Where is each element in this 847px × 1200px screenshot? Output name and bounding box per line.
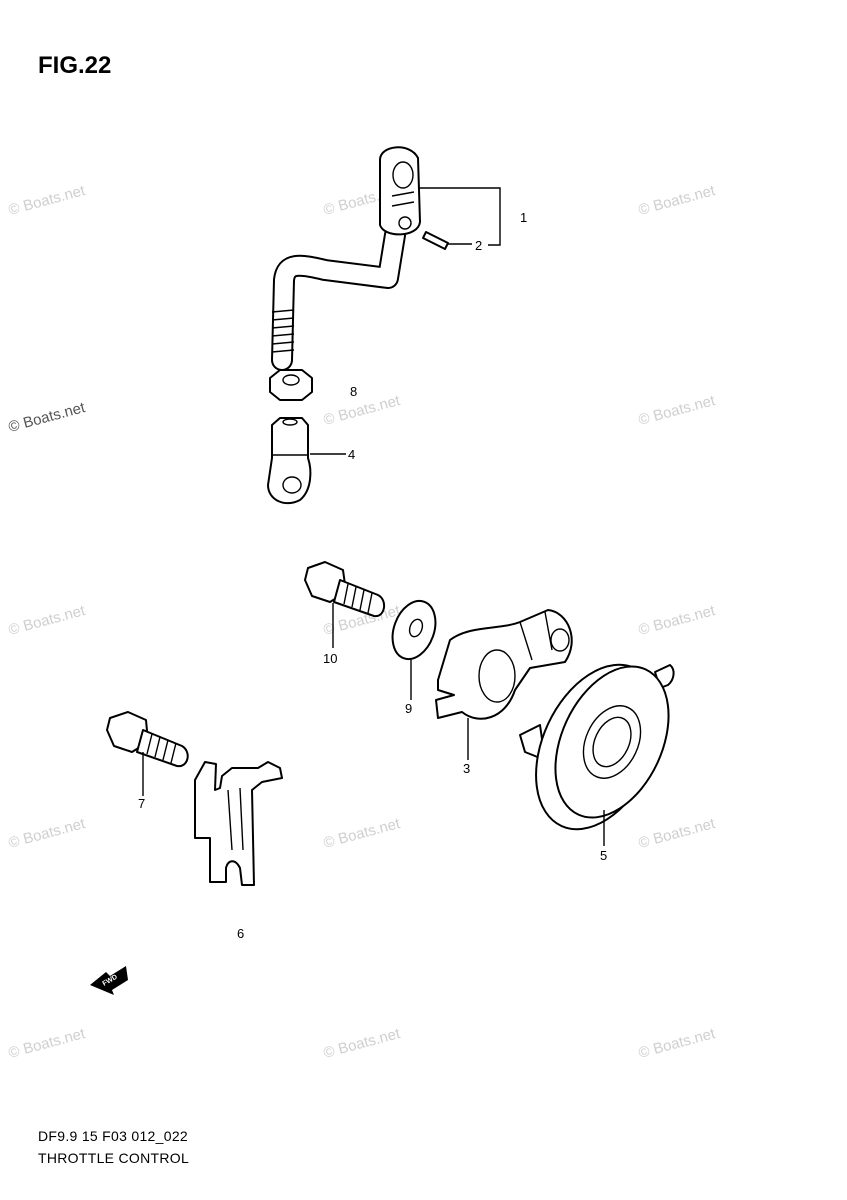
callout-5: 5 bbox=[600, 848, 607, 863]
throttle-lever-part bbox=[435, 609, 573, 720]
callout-9: 9 bbox=[405, 701, 412, 716]
watermark: © Boats.net bbox=[7, 815, 88, 852]
callout-1: 1 bbox=[520, 210, 527, 225]
rod-end-part bbox=[267, 417, 312, 505]
watermark: © Boats.net bbox=[637, 392, 718, 429]
drawing-name: THROTTLE CONTROL bbox=[38, 1150, 190, 1166]
callout-4: 4 bbox=[348, 447, 355, 462]
watermark: © Boats.net bbox=[7, 602, 88, 639]
watermark: © Boats.net bbox=[637, 602, 718, 639]
watermark-layer: © Boats.net © Boats.net © Boats.net © Bo… bbox=[7, 182, 718, 1062]
bolt-part bbox=[304, 561, 386, 618]
callout-layer: 1 2 8 4 10 9 3 7 5 6 bbox=[138, 210, 607, 941]
callout-8: 8 bbox=[350, 384, 357, 399]
washer-part bbox=[391, 599, 437, 661]
watermark: © Boats.net bbox=[322, 392, 403, 429]
watermark: © Boats.net bbox=[637, 815, 718, 852]
callout-3: 3 bbox=[463, 761, 470, 776]
watermark: © Boats.net bbox=[7, 182, 88, 219]
figure-title: FIG.22 bbox=[38, 52, 112, 79]
drawing-code: DF9.9 15 F03 012_022 bbox=[38, 1128, 188, 1144]
watermark: © Boats.net bbox=[322, 1025, 403, 1062]
throttle-rod-part bbox=[271, 146, 421, 371]
bolt-part bbox=[106, 711, 189, 768]
watermark: © Boats.net bbox=[322, 815, 403, 852]
nut-part bbox=[269, 369, 313, 401]
pin-part bbox=[422, 231, 449, 250]
callout-7: 7 bbox=[138, 796, 145, 811]
forward-arrow-icon: FWD bbox=[90, 966, 128, 995]
callout-2: 2 bbox=[475, 238, 482, 253]
leader-lines bbox=[142, 187, 605, 846]
watermark: © Boats.net bbox=[7, 399, 88, 436]
watermark: © Boats.net bbox=[637, 1025, 718, 1062]
callout-6: 6 bbox=[237, 926, 244, 941]
watermark: © Boats.net bbox=[637, 182, 718, 219]
watermark: © Boats.net bbox=[7, 1025, 88, 1062]
bracket-part bbox=[194, 761, 283, 886]
callout-10: 10 bbox=[323, 651, 337, 666]
throttle-cam-part bbox=[519, 663, 675, 831]
